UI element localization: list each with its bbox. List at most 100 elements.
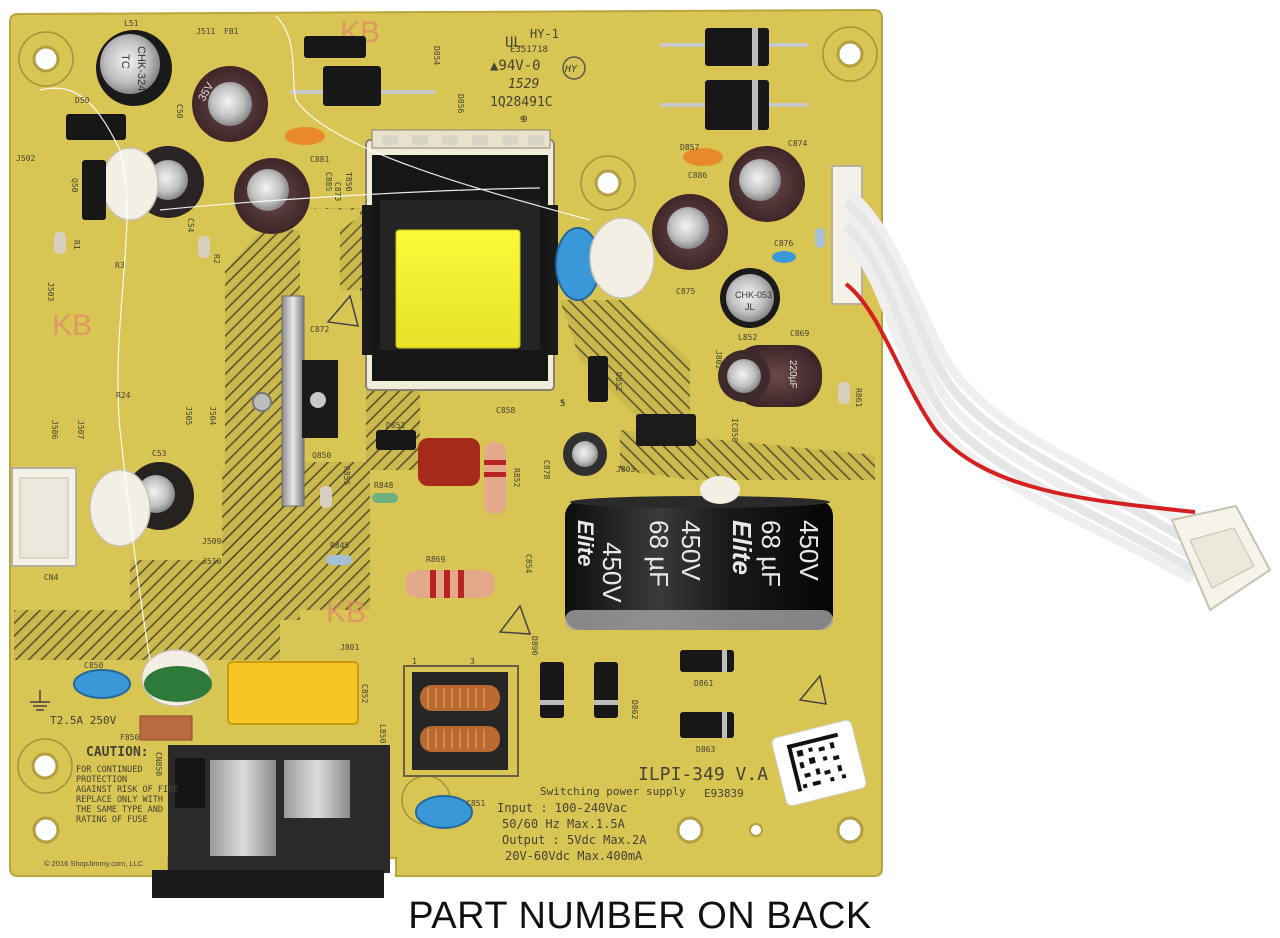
caution-text: T2.5A 250V CAUTION: FOR CONTINUED PROTEC… — [50, 714, 178, 825]
svg-text:REPLACE ONLY WITH: REPLACE ONLY WITH — [76, 795, 163, 805]
svg-text:68 µF: 68 µF — [644, 520, 674, 587]
svg-text:C851: C851 — [466, 799, 485, 808]
svg-text:IC850: IC850 — [730, 418, 739, 442]
svg-text:5: 5 — [560, 399, 565, 409]
power-resistors — [405, 442, 506, 598]
svg-text:C885: C885 — [324, 172, 333, 191]
svg-text:R855: R855 — [342, 466, 351, 485]
svg-text:450V: 450V — [597, 542, 627, 603]
wire-connector-plug — [1170, 504, 1272, 612]
svg-text:J511: J511 — [196, 27, 215, 36]
svg-text:D890: D890 — [530, 636, 539, 655]
svg-text:PROTECTION: PROTECTION — [76, 775, 127, 785]
svg-text:R869: R869 — [426, 555, 445, 564]
bulk-capacitor: 450V 68 µF 450V 68 µF 450V Elite Elite — [565, 496, 833, 630]
svg-text:J503: J503 — [46, 282, 55, 301]
svg-text:L852: L852 — [738, 333, 757, 342]
svg-text:5: 5 — [560, 399, 565, 408]
svg-text:50/60 Hz Max.1.5A: 50/60 Hz Max.1.5A — [502, 817, 626, 831]
svg-text:R24: R24 — [116, 391, 131, 400]
part-number-caption: PART NUMBER ON BACK — [408, 895, 872, 937]
wire-harness — [842, 186, 1213, 584]
svg-text:68 µF: 68 µF — [756, 520, 786, 587]
svg-text:J507: J507 — [76, 420, 85, 439]
svg-text:HY: HY — [564, 64, 578, 75]
svg-text:E93839: E93839 — [704, 787, 744, 800]
svg-text:C875: C875 — [676, 287, 695, 296]
svg-text:Output : 5Vdc Max.2A: Output : 5Vdc Max.2A — [502, 833, 647, 847]
svg-text:Input : 100-240Vac: Input : 100-240Vac — [497, 801, 627, 815]
svg-text:J509: J509 — [202, 537, 221, 546]
svg-text:KB: KB — [52, 309, 92, 342]
svg-text:Q850: Q850 — [312, 451, 331, 460]
svg-text:C876: C876 — [774, 239, 793, 248]
svg-text:T2.5A 250V: T2.5A 250V — [50, 714, 117, 727]
film-capacitor — [418, 438, 480, 486]
svg-text:C873: C873 — [333, 182, 342, 201]
svg-text:D852: D852 — [614, 372, 623, 391]
heatsink — [252, 295, 338, 507]
svg-text:UL: UL — [505, 35, 522, 51]
svg-text:D861: D861 — [694, 679, 713, 688]
svg-text:J504: J504 — [208, 406, 217, 425]
svg-text:R848: R848 — [374, 481, 393, 490]
connector-cn4 — [11, 467, 77, 567]
svg-text:D851: D851 — [386, 421, 405, 430]
svg-text:R861: R861 — [854, 388, 863, 407]
svg-text:D50: D50 — [75, 96, 90, 105]
svg-text:FB1: FB1 — [224, 27, 239, 36]
svg-text:J502: J502 — [16, 154, 35, 163]
svg-text:F850: F850 — [120, 733, 139, 742]
svg-text:R1: R1 — [72, 240, 81, 250]
svg-text:E351718: E351718 — [510, 45, 548, 55]
common-mode-choke — [403, 665, 519, 777]
svg-text:CHK-053: CHK-053 — [735, 290, 772, 300]
svg-text:AGAINST RISK OF FIRE: AGAINST RISK OF FIRE — [76, 785, 178, 795]
svg-text:D854: D854 — [432, 46, 441, 65]
svg-text:1529: 1529 — [508, 77, 539, 92]
svg-text:C874: C874 — [788, 139, 807, 148]
copyright-text: © 2016 ShopJimmy.com, LLC — [44, 859, 144, 868]
svg-text:450V: 450V — [794, 520, 824, 581]
svg-text:▲94V-0: ▲94V-0 — [490, 58, 541, 74]
svg-text:Switching power supply: Switching power supply — [540, 785, 686, 798]
svg-text:C878: C878 — [542, 460, 551, 479]
svg-text:D862: D862 — [630, 700, 639, 719]
svg-text:D856: D856 — [456, 94, 465, 113]
svg-text:J506: J506 — [50, 420, 59, 439]
svg-text:RATING OF FUSE: RATING OF FUSE — [76, 815, 148, 825]
svg-text:C50: C50 — [175, 104, 184, 119]
svg-text:20V-60Vdc Max.400mA: 20V-60Vdc Max.400mA — [505, 849, 643, 863]
svg-text:C886: C886 — [688, 171, 707, 180]
svg-text:J505: J505 — [184, 406, 193, 425]
svg-text:1Q28491C: 1Q28491C — [490, 95, 553, 110]
board-spec-text: ILPI-349 V.A Switching power supply E938… — [497, 764, 768, 863]
diode-bands — [540, 28, 758, 738]
diode-leads — [290, 43, 808, 107]
svg-text:T850: T850 — [344, 172, 353, 191]
svg-text:C872: C872 — [310, 325, 329, 334]
svg-text:Q50: Q50 — [70, 178, 79, 193]
cap-chk-324: CHK-324 TC — [96, 30, 172, 106]
cap-220uf: 220µF — [718, 345, 822, 407]
svg-text:C54: C54 — [186, 218, 195, 233]
svg-text:220µF: 220µF — [787, 360, 798, 389]
svg-text:R2: R2 — [212, 254, 221, 264]
svg-text:L850: L850 — [378, 724, 387, 743]
silk-labels: L51 J511 FB1 D854 D50 C50 D856 J502 C881… — [16, 19, 863, 808]
svg-text:L51: L51 — [124, 19, 139, 28]
svg-text:FOR CONTINUED: FOR CONTINUED — [76, 765, 143, 775]
svg-text:KB: KB — [326, 596, 366, 629]
fuse — [139, 715, 193, 741]
svg-text:CN4: CN4 — [44, 573, 59, 582]
svg-text:THE SAME TYPE AND: THE SAME TYPE AND — [76, 805, 163, 815]
svg-text:CN850: CN850 — [154, 752, 163, 776]
svg-text:C881: C881 — [310, 155, 329, 164]
svg-text:J510: J510 — [202, 557, 221, 566]
svg-text:R852: R852 — [512, 468, 521, 487]
svg-text:JL: JL — [745, 302, 755, 312]
ground-symbol-icon — [30, 690, 50, 711]
cap-chk-053: CHK-053 JL — [720, 268, 780, 328]
svg-text:1: 1 — [412, 657, 417, 666]
